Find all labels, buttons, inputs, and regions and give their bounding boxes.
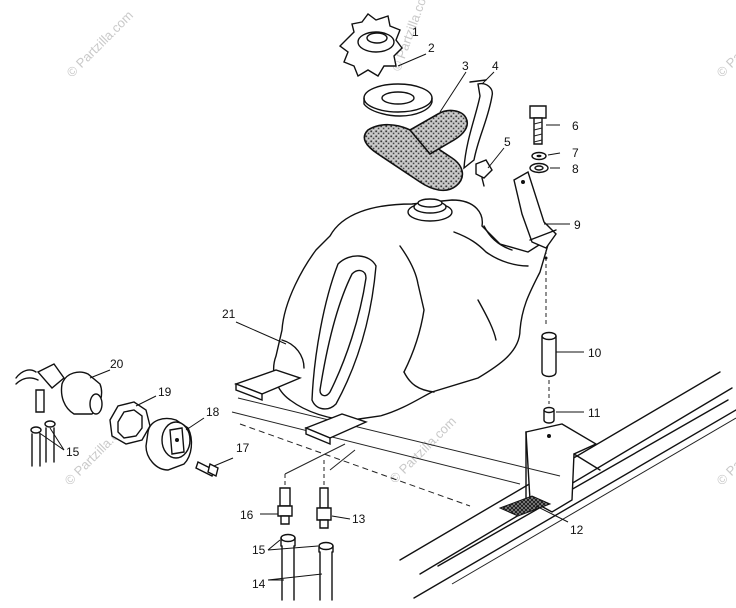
watermark-text: © Partzilla.com bbox=[387, 414, 460, 487]
callout-10: 10 bbox=[588, 346, 602, 360]
callout-18: 18 bbox=[206, 405, 220, 419]
leader-lines bbox=[37, 53, 584, 581]
callout-15: 15 bbox=[66, 445, 80, 459]
callout-21: 21 bbox=[222, 307, 236, 321]
callout-19: 19 bbox=[158, 385, 172, 399]
frame-rails bbox=[399, 371, 736, 599]
fitting-left bbox=[277, 474, 293, 525]
callout-1: 1 bbox=[412, 25, 419, 39]
callout-13: 13 bbox=[352, 512, 366, 526]
cap-gasket bbox=[363, 83, 433, 117]
callout-5: 5 bbox=[504, 135, 511, 149]
vent-hose bbox=[463, 79, 493, 170]
fuel-valve bbox=[15, 363, 103, 415]
valve-gasket bbox=[109, 401, 151, 445]
callout-12: 12 bbox=[570, 523, 584, 537]
tank-bracket bbox=[513, 170, 557, 326]
callout-20: 20 bbox=[110, 357, 124, 371]
guide-lines bbox=[231, 397, 561, 507]
watermark-text: © Partzilla.com bbox=[714, 416, 736, 489]
fuel-hoses bbox=[281, 545, 333, 601]
callout-7: 7 bbox=[572, 146, 579, 160]
check-valve bbox=[475, 159, 493, 187]
hose-clamps bbox=[280, 533, 334, 553]
bushing bbox=[543, 380, 555, 424]
washer bbox=[531, 151, 547, 161]
callout-16: 16 bbox=[240, 508, 254, 522]
callout-17: 17 bbox=[236, 441, 250, 455]
watermark-text: © Partzilla.com bbox=[714, 8, 736, 81]
watermark-text: © Partzilla.com bbox=[64, 8, 137, 81]
screw bbox=[195, 461, 219, 478]
callout-3: 3 bbox=[462, 59, 469, 73]
nut bbox=[529, 162, 549, 174]
bolt bbox=[529, 105, 547, 145]
callout-14: 14 bbox=[252, 577, 266, 591]
callout-2: 2 bbox=[428, 41, 435, 55]
callouts: 1 2 3 4 5 6 7 8 9 10 11 12 13 14 15 16 1… bbox=[66, 25, 602, 591]
fuel-cap bbox=[338, 13, 403, 78]
callout-6: 6 bbox=[572, 119, 579, 133]
fuel-line-left bbox=[30, 420, 56, 467]
callout-15: 15 bbox=[252, 543, 266, 557]
fuel-gauge-housing bbox=[145, 417, 193, 471]
fitting-right bbox=[316, 460, 332, 529]
callout-4: 4 bbox=[492, 59, 499, 73]
fuel-tank bbox=[233, 198, 552, 446]
callout-8: 8 bbox=[572, 162, 579, 176]
foam-vent-tube bbox=[363, 109, 469, 192]
spacer bbox=[541, 331, 557, 378]
callout-9: 9 bbox=[574, 218, 581, 232]
mounting-bracket bbox=[498, 423, 601, 517]
callout-11: 11 bbox=[588, 406, 601, 420]
